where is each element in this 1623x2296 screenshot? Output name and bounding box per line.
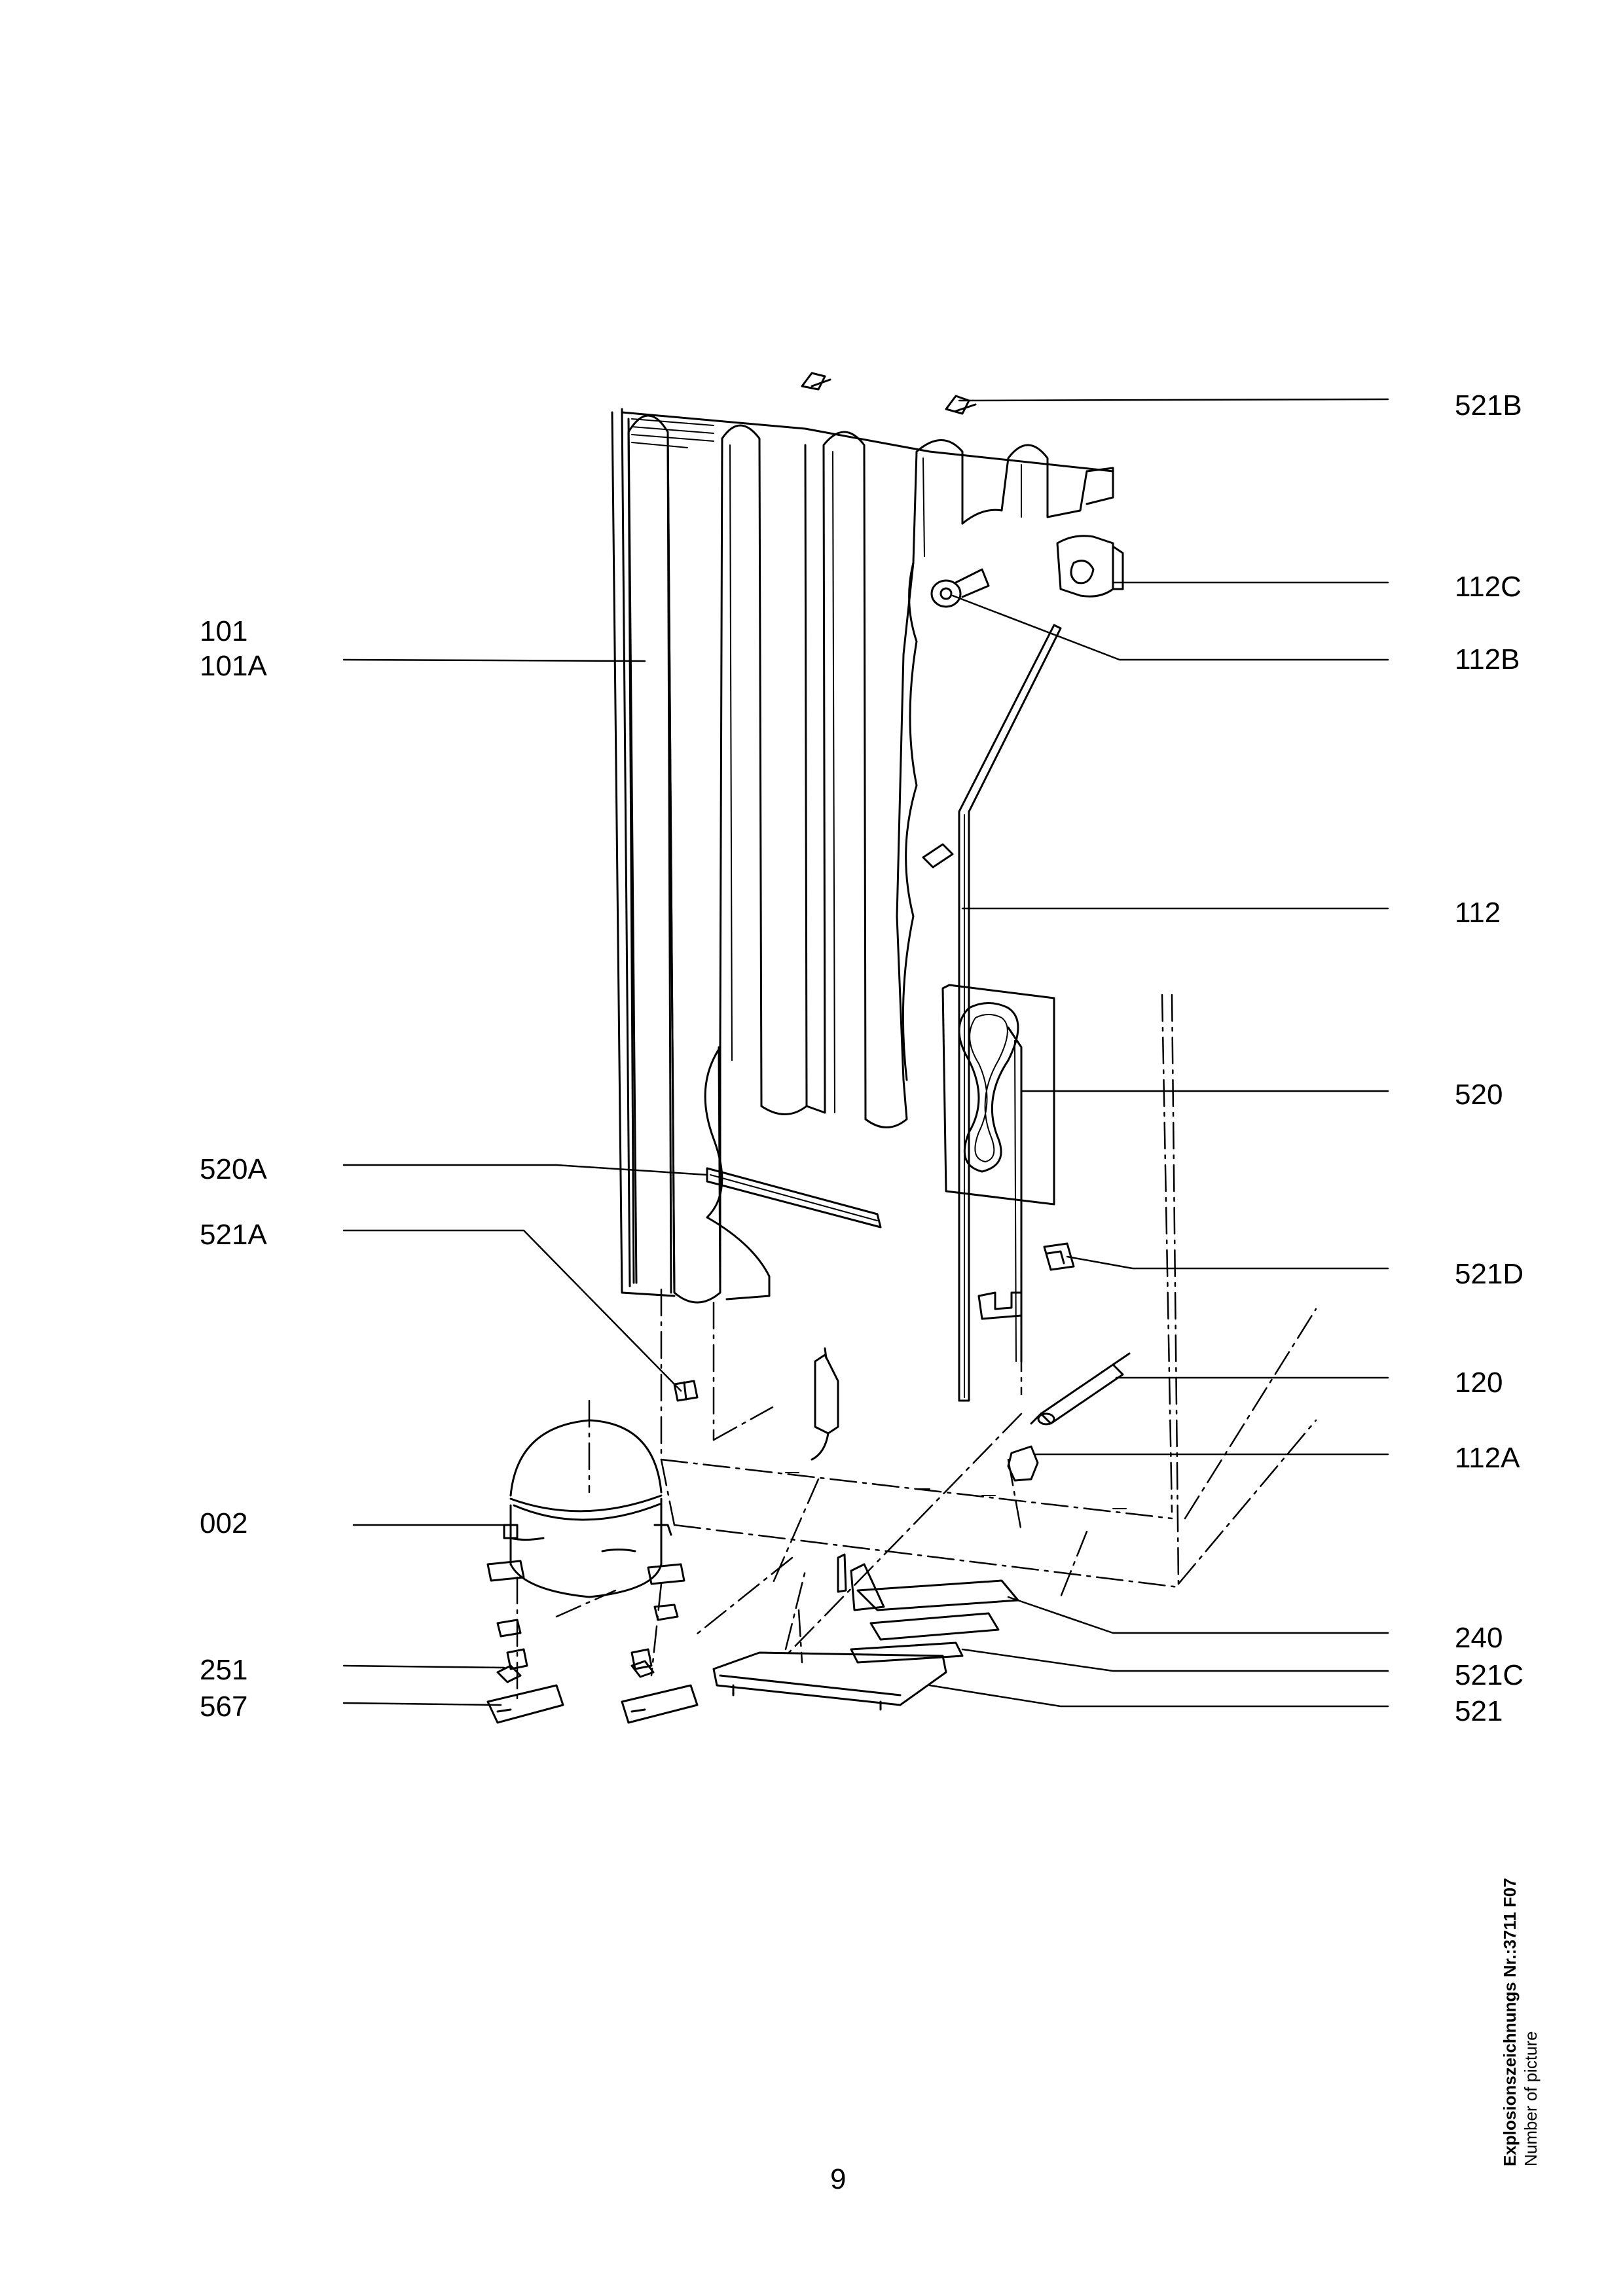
- label-251: 251: [200, 1654, 248, 1686]
- strip-520a: [706, 1167, 882, 1229]
- label-002: 002: [200, 1507, 248, 1539]
- part-112b: [930, 568, 990, 608]
- label-567: 567: [200, 1691, 248, 1723]
- part-112a: [1007, 1445, 1039, 1482]
- condenser-panel: [611, 408, 1114, 1304]
- leader-lines: [342, 398, 1389, 1708]
- evaporator-520: [941, 984, 1055, 1363]
- tray-240-521c-521: [712, 1553, 1019, 1711]
- part-112c: [1056, 535, 1124, 598]
- clip-521b: [801, 372, 977, 415]
- pipe-112: [922, 624, 1062, 1402]
- cabinet-outline: [516, 994, 1317, 1703]
- label-521a: 521A: [200, 1219, 267, 1251]
- center-dryer: [811, 1347, 839, 1461]
- clip-521d: [977, 1242, 1075, 1320]
- feet-251-567: [486, 1604, 699, 1724]
- label-521c: 521C: [1455, 1659, 1524, 1691]
- label-101: 101: [200, 615, 248, 647]
- label-521b: 521B: [1455, 389, 1522, 422]
- label-112b: 112B: [1455, 643, 1520, 675]
- label-520: 520: [1455, 1079, 1503, 1111]
- label-101a: 101A: [200, 650, 267, 682]
- drawing-caption: Explosionszeichnungs Nr.:3711 F07 Number…: [1499, 1878, 1541, 2166]
- filter-120: [1030, 1352, 1131, 1426]
- clip-521a: [673, 1380, 699, 1402]
- label-112: 112: [1455, 897, 1501, 929]
- drawing-subtitle: Number of picture: [1521, 2031, 1541, 2166]
- compressor-002: [486, 1419, 685, 1598]
- label-112a: 112A: [1455, 1442, 1520, 1474]
- label-112c: 112C: [1455, 571, 1522, 603]
- drawing-number: Explosionszeichnungs Nr.:3711 F07: [1500, 1878, 1520, 2166]
- label-521d: 521D: [1455, 1258, 1524, 1290]
- label-120: 120: [1455, 1367, 1503, 1399]
- label-240: 240: [1455, 1622, 1503, 1654]
- page-number: 9: [830, 2163, 847, 2195]
- label-520a: 520A: [200, 1153, 267, 1185]
- label-521: 521: [1455, 1695, 1503, 1727]
